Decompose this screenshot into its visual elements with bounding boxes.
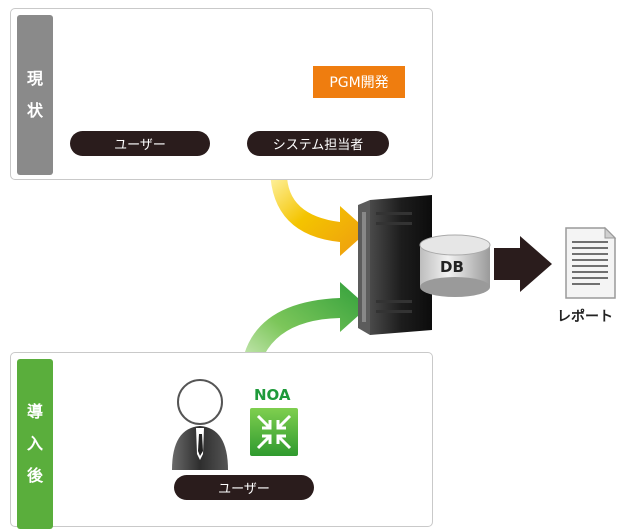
report-label: レポート xyxy=(557,309,613,325)
report-arrow xyxy=(494,236,552,292)
yellow-arrow xyxy=(270,170,368,256)
db-cylinder-icon xyxy=(419,234,491,297)
db-label: DB xyxy=(440,258,464,276)
noa-label: NOA xyxy=(254,386,291,404)
current-state-tab: 現 状 xyxy=(17,15,53,175)
after-graphics xyxy=(172,379,298,470)
request-label: 依 頼 xyxy=(191,72,239,91)
current-state-tab-char: 現 xyxy=(26,69,43,88)
user-figure-after xyxy=(172,379,228,470)
staff-label-pill: システム担当者 xyxy=(247,131,389,156)
after-intro-tab-char: 後 xyxy=(26,466,43,485)
after-intro-tab-char: 入 xyxy=(26,434,43,453)
green-arrow xyxy=(240,282,368,385)
after-intro-tab-char: 導 xyxy=(26,402,43,421)
after-intro-tab: 導 入 後 xyxy=(17,359,53,529)
user-label-pill: ユーザー xyxy=(70,131,210,156)
user-label-pill-after: ユーザー xyxy=(174,475,314,500)
report-icon xyxy=(565,226,617,299)
current-state-tab-char: 状 xyxy=(26,101,43,120)
pgm-dev-box: PGM開発 xyxy=(313,66,405,98)
noa-logo-icon xyxy=(250,408,298,456)
server-icon xyxy=(358,195,432,335)
